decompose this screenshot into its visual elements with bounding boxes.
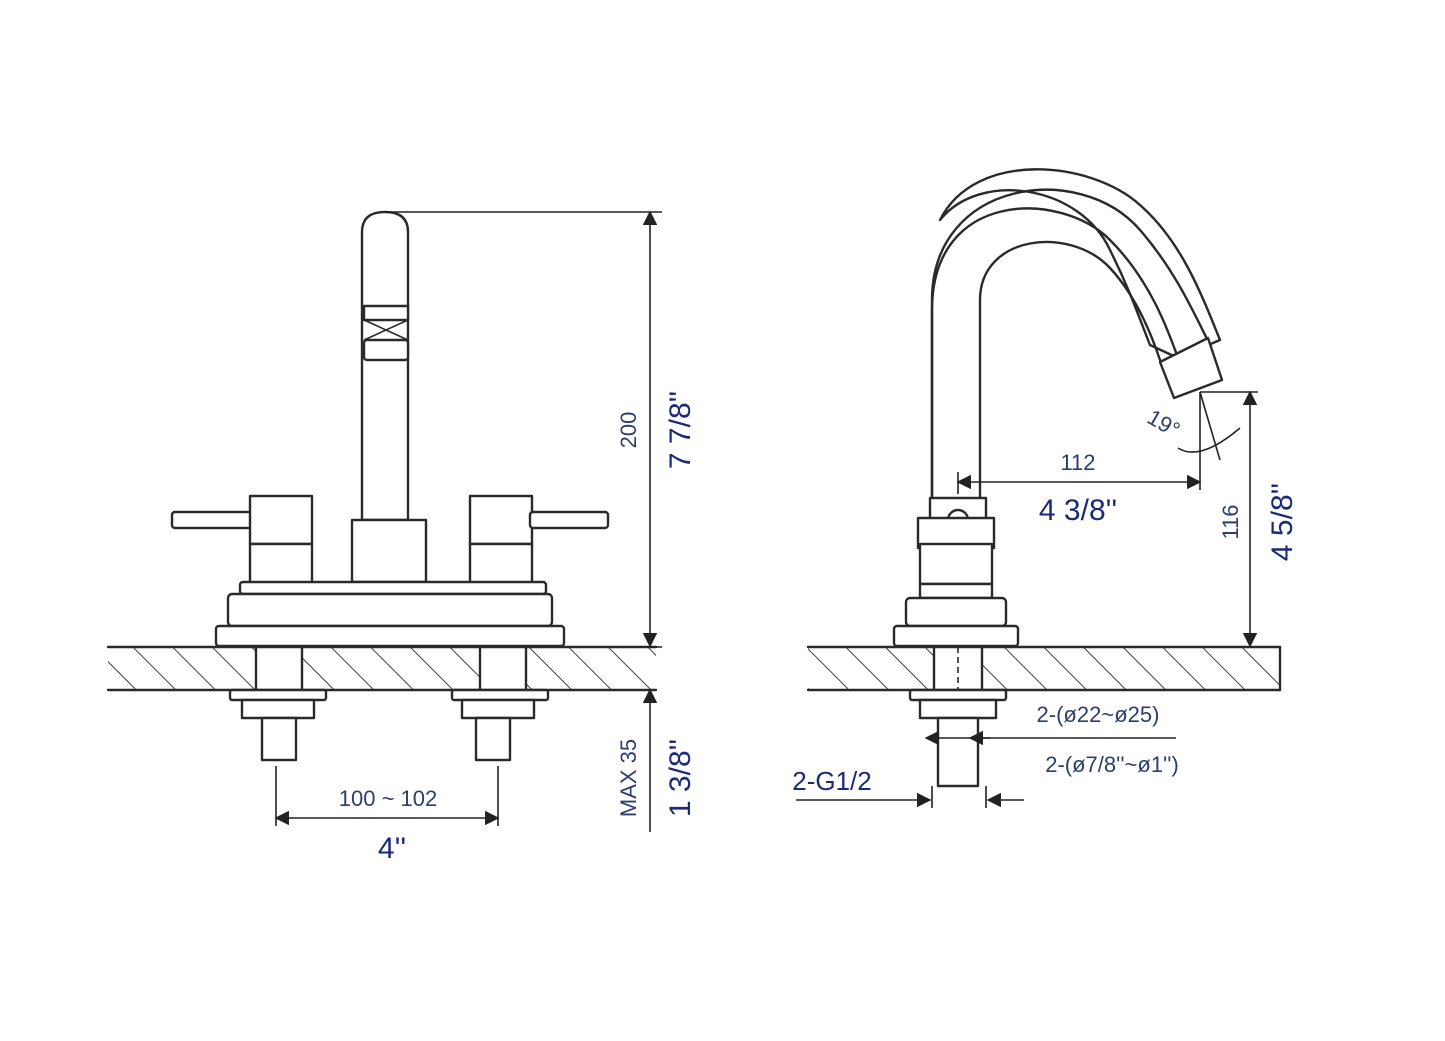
side-spout: [930, 168, 1224, 502]
front-height-mm: 200: [616, 412, 641, 449]
front-left-shank: [228, 645, 328, 762]
side-reach-mm: 112: [1060, 450, 1095, 475]
side-countertop: [806, 645, 1282, 692]
side-angle-label: 19°: [1143, 404, 1184, 442]
front-right-handle: [468, 494, 610, 586]
front-left-handle: [170, 494, 314, 586]
side-hole-mm: 2-(ø22~ø25): [1037, 702, 1160, 727]
side-thread-dimension: [796, 786, 1024, 808]
front-spread-dimension: [274, 766, 500, 826]
side-body: [892, 496, 1020, 648]
front-height-dimension: [385, 210, 662, 648]
front-spread-mm: 100 ~ 102: [339, 786, 437, 811]
side-reach-dimension: [956, 392, 1202, 494]
side-spout-height-inch: 4 5/8'': [1266, 483, 1299, 561]
front-deck-mm: MAX 35: [616, 739, 641, 817]
front-height-inch: 7 7/8'': [664, 391, 697, 469]
front-spout: [350, 210, 428, 584]
front-base: [214, 580, 566, 648]
side-angle-dimension: [1177, 391, 1258, 461]
side-shank: [908, 645, 1008, 788]
side-reach-inch: 4 3/8'': [1039, 494, 1117, 527]
side-thread-label: 2-G1/2: [792, 766, 872, 796]
front-view: 200 7 7/8'' MAX 35 1 3/8'' 100 ~ 102 4'': [106, 210, 697, 865]
side-spout-height-mm: 116: [1218, 504, 1243, 539]
front-right-shank: [450, 645, 550, 762]
side-view: 112 4 3/8'' 19° 116 4 5/8'' 2-(ø22~ø25) …: [792, 168, 1299, 808]
side-hole-inch: 2-(ø7/8''~ø1''): [1045, 752, 1179, 777]
front-spread-inch: 4'': [378, 832, 406, 865]
front-deck-inch: 1 3/8'': [664, 739, 697, 817]
front-countertop: [106, 645, 658, 692]
